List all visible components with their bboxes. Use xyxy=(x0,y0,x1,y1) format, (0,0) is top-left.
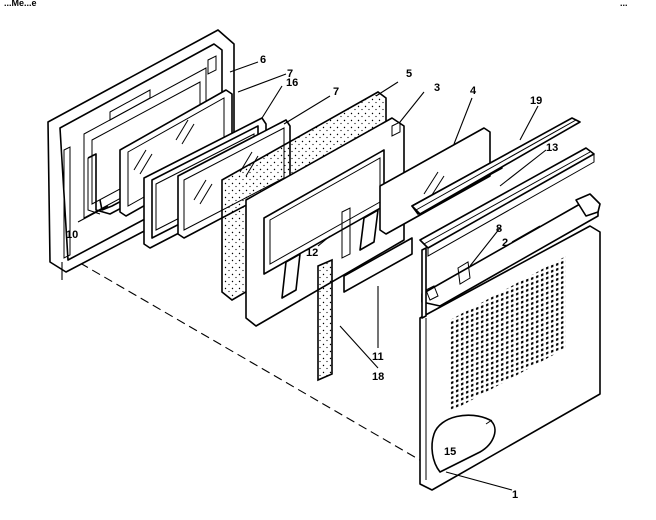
header-text-left: ...Me...e xyxy=(4,0,37,8)
part-18-side-strip xyxy=(317,258,333,382)
callout-3: 3 xyxy=(434,82,440,94)
callout-7-middle-glass: 7 xyxy=(333,86,339,98)
callout-8: 8 xyxy=(496,223,502,235)
callout-15: 15 xyxy=(444,446,456,458)
callout-4: 4 xyxy=(470,85,477,97)
callout-11: 11 xyxy=(372,351,384,363)
header-text-right: ... xyxy=(620,0,628,8)
callout-7-inner-glass: 7 xyxy=(287,68,293,80)
part-13-door-trim xyxy=(419,147,595,257)
callout-16: 16 xyxy=(286,77,298,89)
part-12-clips xyxy=(281,209,379,299)
callout-19: 19 xyxy=(530,95,542,107)
callout-1: 1 xyxy=(512,489,518,501)
callout-13: 13 xyxy=(546,142,558,154)
callout-18: 18 xyxy=(372,371,384,383)
callout-5: 5 xyxy=(406,68,412,80)
callout-6: 6 xyxy=(260,54,266,66)
callout-10: 10 xyxy=(66,229,78,241)
leader-lines xyxy=(61,61,547,491)
part-11-vent-strip xyxy=(343,237,413,293)
callout-12: 12 xyxy=(306,247,318,259)
alignment-line xyxy=(67,255,426,464)
part-19-trim-strip xyxy=(411,117,581,215)
part-15-window-detail xyxy=(431,414,496,473)
callout-2: 2 xyxy=(502,237,508,249)
